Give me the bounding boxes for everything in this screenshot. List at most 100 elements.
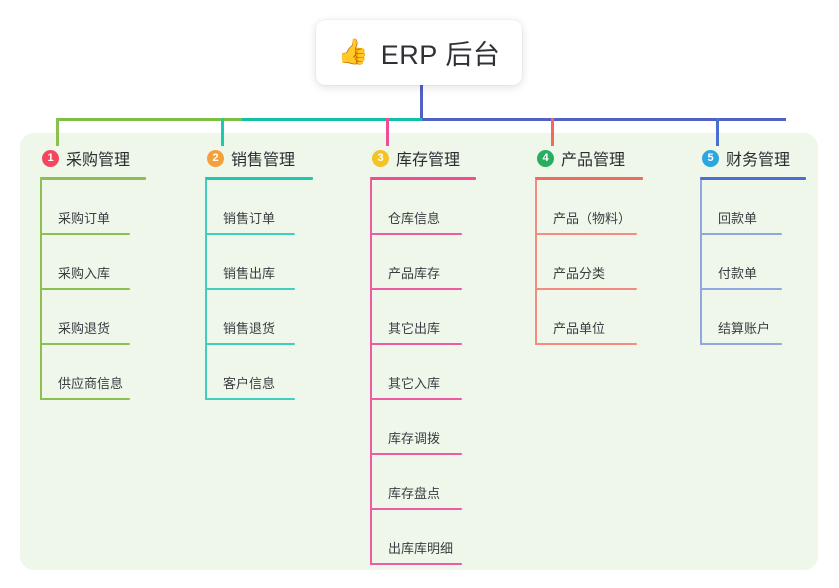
leaf-item[interactable]: 产品（物料） — [535, 180, 643, 235]
branch-header-4[interactable]: 4 产品管理 — [535, 146, 643, 170]
branch-title-3: 库存管理 — [396, 152, 461, 169]
branch-rule-4 — [535, 177, 643, 180]
leaf-item[interactable]: 产品库存 — [370, 235, 476, 290]
leaf-spine-5 — [700, 180, 702, 345]
leaf-item-label: 产品（物料） — [553, 211, 632, 226]
leaf-item[interactable]: 销售退货 — [205, 290, 313, 345]
leaf-item[interactable]: 供应商信息 — [40, 345, 146, 400]
leaf-item[interactable]: 回款单 — [700, 180, 806, 235]
branch-column-2: 2 销售管理销售订单销售出库销售退货客户信息 — [205, 146, 313, 400]
leaf-item[interactable]: 销售出库 — [205, 235, 313, 290]
leaf-item-label: 供应商信息 — [58, 376, 124, 391]
leaf-item-label: 销售出库 — [223, 266, 276, 281]
leaf-item-rule — [205, 233, 295, 235]
leaf-item-rule — [700, 233, 782, 235]
branch-title-1: 采购管理 — [66, 152, 131, 169]
leaf-item-label: 采购订单 — [58, 211, 111, 226]
leaf-item-rule — [205, 398, 295, 400]
leaf-item[interactable]: 仓库信息 — [370, 180, 476, 235]
leaf-item[interactable]: 客户信息 — [205, 345, 313, 400]
leaf-item[interactable]: 库存盘点 — [370, 455, 476, 510]
leaf-item[interactable]: 库存调拨 — [370, 400, 476, 455]
branch-title-2: 销售管理 — [231, 152, 296, 169]
leaf-item-label: 结算账户 — [718, 321, 771, 336]
leaf-item-rule — [700, 288, 782, 290]
root-node[interactable]: 👍 ERP 后台 — [316, 20, 522, 85]
leaf-item-label: 仓库信息 — [388, 211, 441, 226]
branch-badge-2: 2 — [207, 149, 224, 167]
leaf-item-label: 出库库明细 — [388, 541, 454, 556]
branch-column-5: 5 财务管理回款单付款单结算账户 — [700, 146, 806, 345]
branch-title-5: 财务管理 — [726, 152, 791, 169]
leaf-item[interactable]: 结算账户 — [700, 290, 806, 345]
leaf-item[interactable]: 产品分类 — [535, 235, 643, 290]
branch-badge-4: 4 — [537, 149, 554, 167]
leaf-item-label: 产品分类 — [553, 266, 606, 281]
branch-header-1[interactable]: 1 采购管理 — [40, 146, 146, 170]
leaf-item-label: 产品单位 — [553, 321, 606, 336]
branch-header-5[interactable]: 5 财务管理 — [700, 146, 806, 170]
leaf-item-rule — [40, 398, 130, 400]
leaf-item-rule — [40, 288, 130, 290]
leaf-item[interactable]: 采购退货 — [40, 290, 146, 345]
branch-column-1: 1 采购管理采购订单采购入库采购退货供应商信息 — [40, 146, 146, 400]
leaf-item-label: 客户信息 — [223, 376, 276, 391]
leaf-item-label: 采购退货 — [58, 321, 111, 336]
leaf-item-rule — [40, 233, 130, 235]
branch-rule-3 — [370, 177, 476, 180]
leaf-item-label: 产品库存 — [388, 266, 441, 281]
leaf-spine-3 — [370, 180, 372, 565]
leaf-item[interactable]: 付款单 — [700, 235, 806, 290]
leaf-spine-1 — [40, 180, 42, 400]
leaf-item-label: 其它入库 — [388, 376, 441, 391]
leaf-item[interactable]: 销售订单 — [205, 180, 313, 235]
leaf-item-label: 其它出库 — [388, 321, 441, 336]
leaf-spine-4 — [535, 180, 537, 345]
leaf-item-label: 回款单 — [718, 211, 758, 226]
branch-rule-1 — [40, 177, 146, 180]
branch-header-2[interactable]: 2 销售管理 — [205, 146, 313, 170]
leaf-item[interactable]: 其它入库 — [370, 345, 476, 400]
leaf-item-rule — [535, 288, 637, 290]
leaf-list-5: 回款单付款单结算账户 — [700, 180, 806, 345]
leaf-item-rule — [535, 233, 637, 235]
diagram-panel — [20, 133, 818, 570]
branch-rule-5 — [700, 177, 806, 180]
branch-header-3[interactable]: 3 库存管理 — [370, 146, 476, 170]
leaf-item[interactable]: 其它出库 — [370, 290, 476, 345]
leaf-item-rule — [205, 343, 295, 345]
branch-badge-5: 5 — [702, 149, 719, 167]
branch-column-3: 3 库存管理仓库信息产品库存其它出库其它入库库存调拨库存盘点出库库明细 — [370, 146, 476, 565]
leaf-item-label: 付款单 — [718, 266, 758, 281]
leaf-item-rule — [205, 288, 295, 290]
leaf-item-rule — [370, 288, 462, 290]
branch-column-4: 4 产品管理产品（物料） 产品分类产品单位 — [535, 146, 643, 345]
leaf-list-2: 销售订单销售出库销售退货客户信息 — [205, 180, 313, 400]
leaf-item-rule — [370, 508, 462, 510]
leaf-item-label: 库存调拨 — [388, 431, 441, 446]
root-node-title: ERP 后台 — [380, 40, 501, 70]
leaf-item-rule — [40, 343, 130, 345]
leaf-item-label: 销售订单 — [223, 211, 276, 226]
leaf-item-rule — [370, 343, 462, 345]
leaf-item-rule — [370, 453, 462, 455]
leaf-item[interactable]: 产品单位 — [535, 290, 643, 345]
thumbs-up-emoji: 👍 — [337, 38, 369, 66]
leaf-item-label: 销售退货 — [223, 321, 276, 336]
root-node-content: 👍 ERP 后台 — [338, 33, 501, 72]
leaf-item[interactable]: 出库库明细 — [370, 510, 476, 565]
branch-title-4: 产品管理 — [561, 152, 626, 169]
leaf-item-rule — [370, 563, 462, 565]
leaf-item-rule — [370, 233, 462, 235]
leaf-list-4: 产品（物料） 产品分类产品单位 — [535, 180, 643, 345]
leaf-item-rule — [700, 343, 782, 345]
leaf-item[interactable]: 采购订单 — [40, 180, 146, 235]
leaf-item-label: 采购入库 — [58, 266, 111, 281]
branch-badge-1: 1 — [42, 149, 59, 167]
leaf-item[interactable]: 采购入库 — [40, 235, 146, 290]
leaf-spine-2 — [205, 180, 207, 400]
branch-badge-3: 3 — [372, 149, 389, 167]
leaf-list-3: 仓库信息产品库存其它出库其它入库库存调拨库存盘点出库库明细 — [370, 180, 476, 565]
leaf-list-1: 采购订单采购入库采购退货供应商信息 — [40, 180, 146, 400]
